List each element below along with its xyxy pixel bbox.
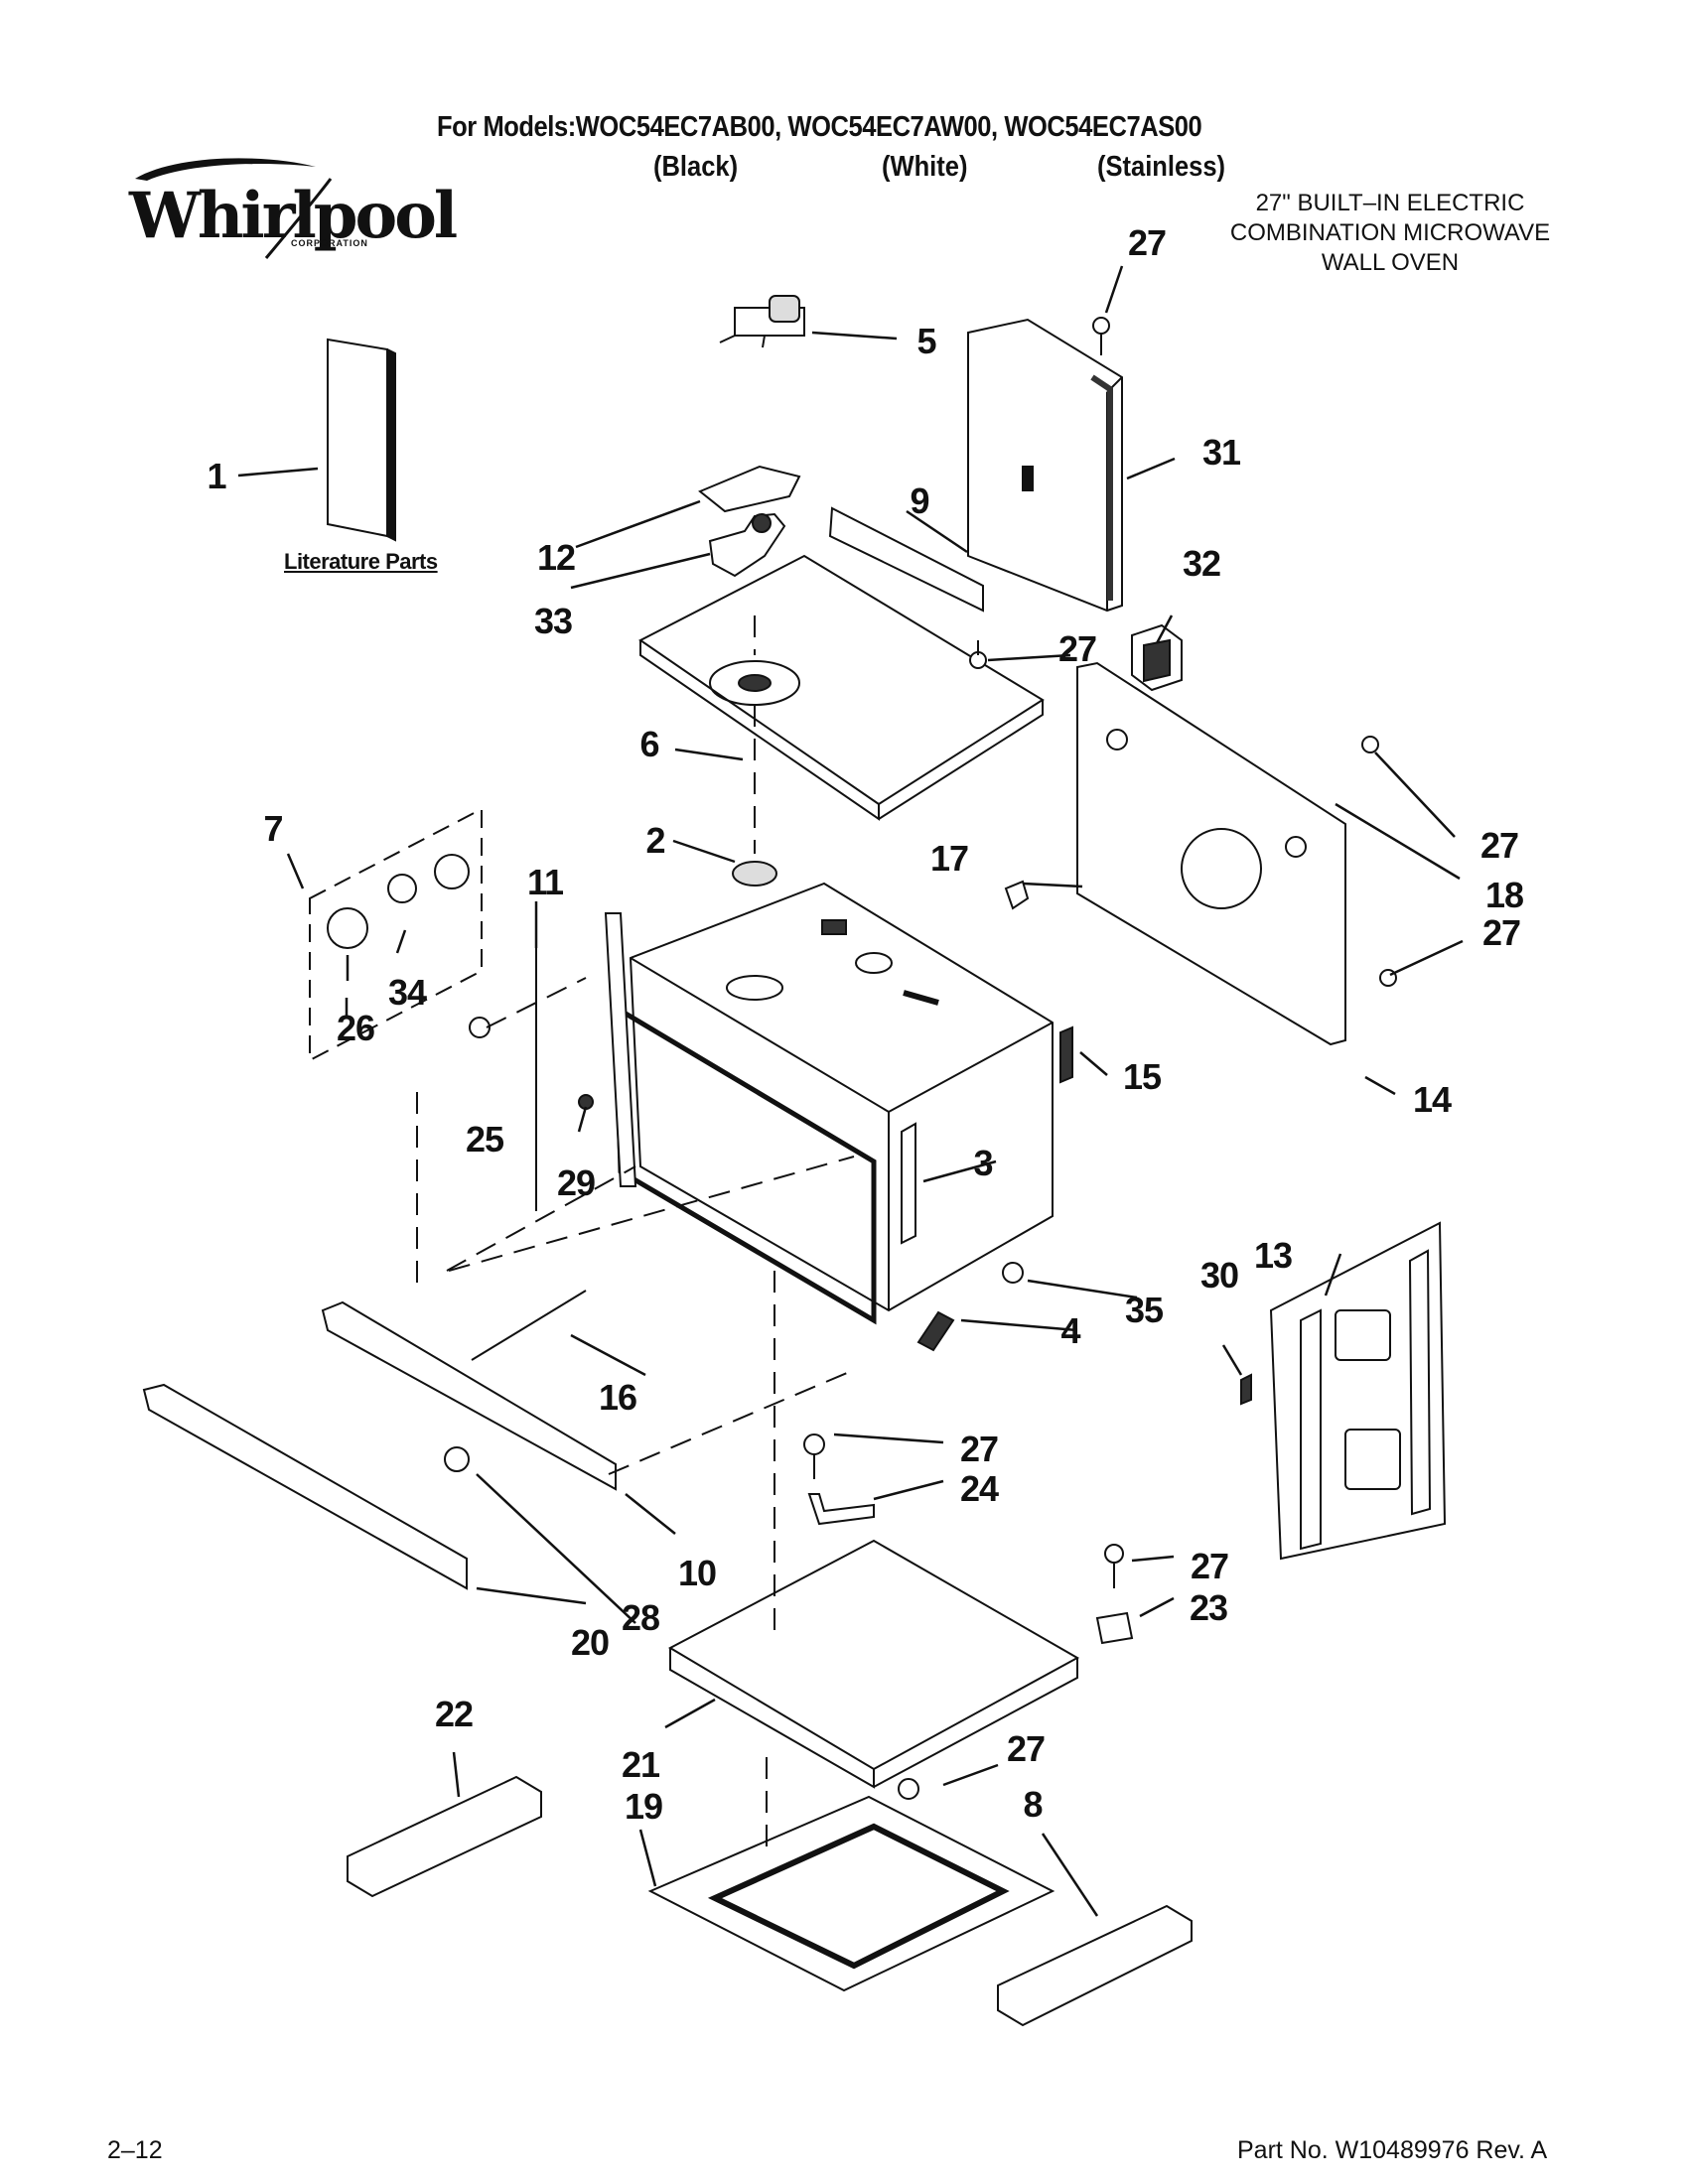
callout-33: 33 xyxy=(533,601,573,641)
product-description: 27" BUILT–IN ELECTRIC COMBINATION MICROW… xyxy=(1172,189,1609,278)
part-9-channel xyxy=(828,506,984,613)
callout-27-bracket: 27 xyxy=(959,1429,999,1469)
part-15-clip xyxy=(1059,1025,1073,1084)
part-oven-cavity xyxy=(604,882,1054,1325)
variant-stainless: (Stainless) xyxy=(1097,151,1226,183)
whirlpool-logo: Whirlpool CORPORATION xyxy=(117,149,458,263)
callout-3: 3 xyxy=(973,1143,993,1183)
callout-25: 25 xyxy=(465,1119,504,1160)
part-22-bracket xyxy=(347,1775,542,1898)
callout-27-rear-lower: 27 xyxy=(1481,912,1521,953)
part-10-trim xyxy=(321,1300,617,1491)
part-33-bracket xyxy=(708,512,786,578)
callout-27-top: 27 xyxy=(1127,222,1167,263)
part-6-top-plate xyxy=(638,554,1045,821)
part-12-cover xyxy=(698,465,801,513)
part-26-socket xyxy=(327,907,368,949)
part-literature-booklet xyxy=(327,338,396,542)
part-34-bulb xyxy=(387,874,417,903)
part-2-motor xyxy=(732,861,777,887)
callout-2: 2 xyxy=(645,820,665,861)
part-24-bracket xyxy=(807,1493,875,1526)
callout-24: 24 xyxy=(959,1468,999,1509)
callout-20: 20 xyxy=(570,1622,610,1663)
callout-21: 21 xyxy=(621,1744,660,1785)
page-number: 2–12 xyxy=(107,2136,163,2164)
callout-34: 34 xyxy=(387,972,427,1013)
part-23-bracket xyxy=(1095,1611,1134,1645)
callout-27-bottom: 27 xyxy=(1006,1728,1046,1769)
callout-1: 1 xyxy=(207,456,226,496)
callout-31: 31 xyxy=(1201,432,1241,473)
part-13-side-panel xyxy=(1269,1221,1447,1561)
part-number: Part No. W10489976 Rev. A xyxy=(1237,2136,1548,2164)
brand-wordmark: Whirlpool xyxy=(129,179,458,253)
brand-corporation: CORPORATION xyxy=(291,238,368,248)
callout-27-right: 27 xyxy=(1190,1546,1229,1586)
callout-26: 26 xyxy=(336,1008,375,1048)
variant-white: (White) xyxy=(882,151,968,183)
callout-14: 14 xyxy=(1412,1079,1452,1120)
callout-8: 8 xyxy=(1023,1784,1043,1825)
variant-black: (Black) xyxy=(653,151,739,183)
callout-19: 19 xyxy=(624,1786,663,1827)
part-8-bracket xyxy=(997,1904,1193,2027)
product-line-2: COMBINATION MICROWAVE xyxy=(1229,219,1551,246)
part-14-rear-panel xyxy=(1076,661,1346,1046)
literature-parts-label: Literature Parts xyxy=(284,549,438,574)
models-title: For Models:WOC54EC7AB00, WOC54EC7AW00, W… xyxy=(437,111,1202,143)
callout-15: 15 xyxy=(1122,1056,1162,1097)
callout-16: 16 xyxy=(598,1377,637,1418)
swirl-icon xyxy=(135,158,333,259)
callout-11: 11 xyxy=(526,862,564,902)
alignment-lines xyxy=(416,615,855,1846)
part-20-trim xyxy=(142,1383,468,1590)
part-17-clip xyxy=(1004,880,1030,910)
part-5-component xyxy=(719,295,805,348)
callout-6: 6 xyxy=(639,724,659,764)
callout-12: 12 xyxy=(536,537,576,578)
part-16-sensor xyxy=(471,1290,587,1361)
callout-18: 18 xyxy=(1484,875,1524,915)
callout-32: 32 xyxy=(1182,543,1221,584)
part-19-bottom-panel xyxy=(647,1795,1055,1992)
callout-7: 7 xyxy=(263,808,283,849)
callout-35: 35 xyxy=(1124,1290,1164,1330)
callout-5: 5 xyxy=(916,321,936,361)
callout-13: 13 xyxy=(1253,1235,1293,1276)
part-31-panel xyxy=(967,318,1123,613)
part-7-lamp-holder xyxy=(434,854,470,889)
fasteners xyxy=(444,317,1397,1800)
product-line-3: WALL OVEN xyxy=(1321,249,1460,276)
callout-30: 30 xyxy=(1199,1255,1239,1296)
callout-22: 22 xyxy=(434,1694,474,1734)
part-21-bottom-plate xyxy=(667,1539,1080,1789)
callout-9: 9 xyxy=(910,480,929,521)
part-30-clip xyxy=(1240,1373,1252,1406)
product-line-1: 27" BUILT–IN ELECTRIC xyxy=(1255,190,1525,216)
leader-lines xyxy=(237,265,1464,1917)
callout-17: 17 xyxy=(929,838,969,879)
callout-23: 23 xyxy=(1189,1587,1228,1628)
callout-28: 28 xyxy=(621,1597,660,1638)
part-3-bracket xyxy=(901,1122,916,1245)
callout-29: 29 xyxy=(556,1162,596,1203)
callout-27-plate: 27 xyxy=(1057,628,1097,669)
part-32-bracket xyxy=(1131,623,1183,692)
callout-27-rear-upper: 27 xyxy=(1479,825,1519,866)
callout-10: 10 xyxy=(677,1553,717,1593)
callout-4: 4 xyxy=(1060,1310,1080,1351)
